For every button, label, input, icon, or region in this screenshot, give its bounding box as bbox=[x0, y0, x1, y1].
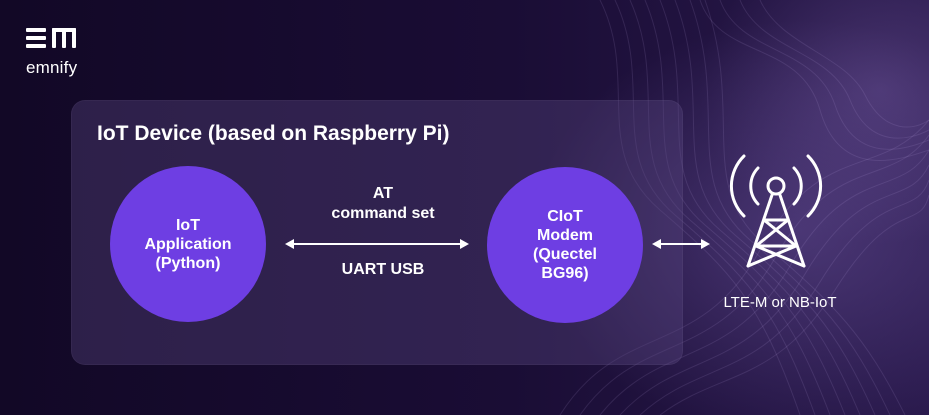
node-label: IoT Application (Python) bbox=[144, 216, 232, 272]
link-protocol-label: AT command set bbox=[331, 185, 435, 222]
bidirectional-arrow-modem-network bbox=[652, 239, 710, 249]
cell-tower-icon bbox=[729, 154, 823, 268]
container-title: IoT Device (based on Raspberry Pi) bbox=[97, 122, 450, 145]
node-iot-application: IoT Application (Python) bbox=[110, 166, 266, 322]
brand-wordmark: emnify bbox=[26, 58, 78, 77]
node-ciot-modem: CIoT Modem (Quectel BG96) bbox=[487, 167, 643, 323]
bidirectional-arrow-app-modem bbox=[285, 239, 469, 249]
link-interface-label: UART USB bbox=[341, 261, 425, 278]
brand-logo: emnify bbox=[26, 26, 88, 77]
network-label: LTE-M or NB-IoT bbox=[723, 294, 837, 311]
em-logo-icon bbox=[26, 28, 76, 48]
iot-device-container: IoT Device (based on Raspberry Pi) IoT A… bbox=[71, 100, 683, 365]
node-label: CIoT Modem (Quectel BG96) bbox=[532, 208, 597, 282]
